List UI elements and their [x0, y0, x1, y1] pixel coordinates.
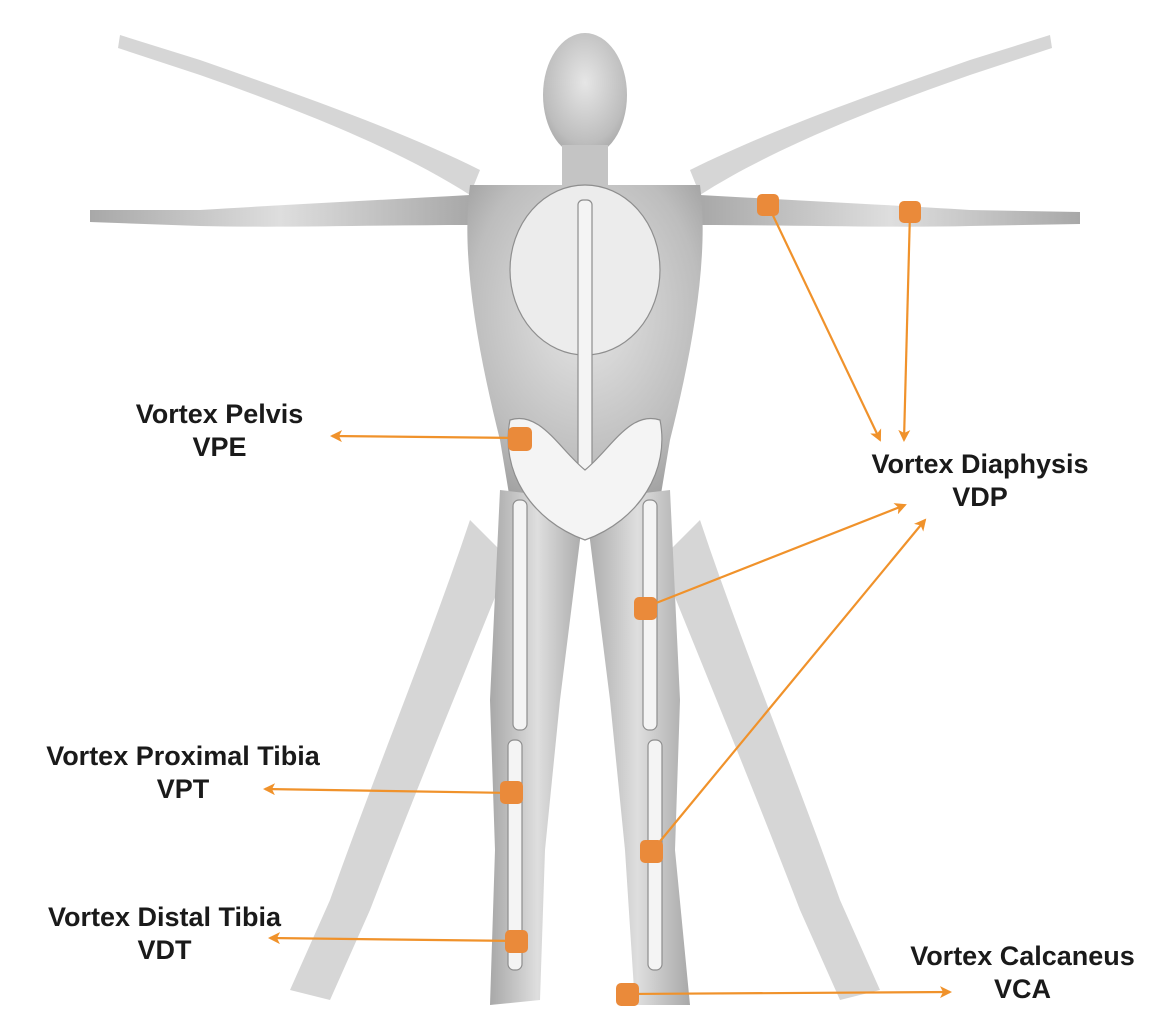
arrow-pelvis	[332, 436, 520, 438]
label-proximal-tibia-code: VPT	[8, 773, 358, 806]
label-distal-tibia: Vortex Distal Tibia VDT	[12, 901, 317, 967]
marker-humerus-right	[899, 201, 921, 223]
label-calcaneus-code: VCA	[880, 973, 1165, 1006]
spread-legs	[290, 520, 880, 1000]
marker-calcaneus	[616, 983, 639, 1006]
label-distal-tibia-name: Vortex Distal Tibia	[12, 901, 317, 934]
marker-femur	[634, 597, 657, 620]
label-diaphysis: Vortex Diaphysis VDP	[840, 448, 1120, 514]
label-distal-tibia-code: VDT	[12, 934, 317, 967]
arrow-diaphysis-arm2	[904, 212, 910, 440]
marker-distal-tibia	[505, 930, 528, 953]
label-proximal-tibia-name: Vortex Proximal Tibia	[8, 740, 358, 773]
marker-proximal-tibia	[500, 781, 523, 804]
label-pelvis-name: Vortex Pelvis	[112, 398, 327, 431]
label-diaphysis-name: Vortex Diaphysis	[840, 448, 1120, 481]
label-calcaneus: Vortex Calcaneus VCA	[880, 940, 1165, 1006]
label-diaphysis-code: VDP	[840, 481, 1120, 514]
marker-pelvis	[508, 427, 532, 451]
label-pelvis-code: VPE	[112, 431, 327, 464]
arrow-diaphysis-arm1	[768, 205, 880, 440]
label-proximal-tibia: Vortex Proximal Tibia VPT	[8, 740, 358, 806]
label-pelvis: Vortex Pelvis VPE	[112, 398, 327, 464]
label-calcaneus-name: Vortex Calcaneus	[880, 940, 1165, 973]
marker-tibia-shaft	[640, 840, 663, 863]
marker-humerus-left	[757, 194, 779, 216]
